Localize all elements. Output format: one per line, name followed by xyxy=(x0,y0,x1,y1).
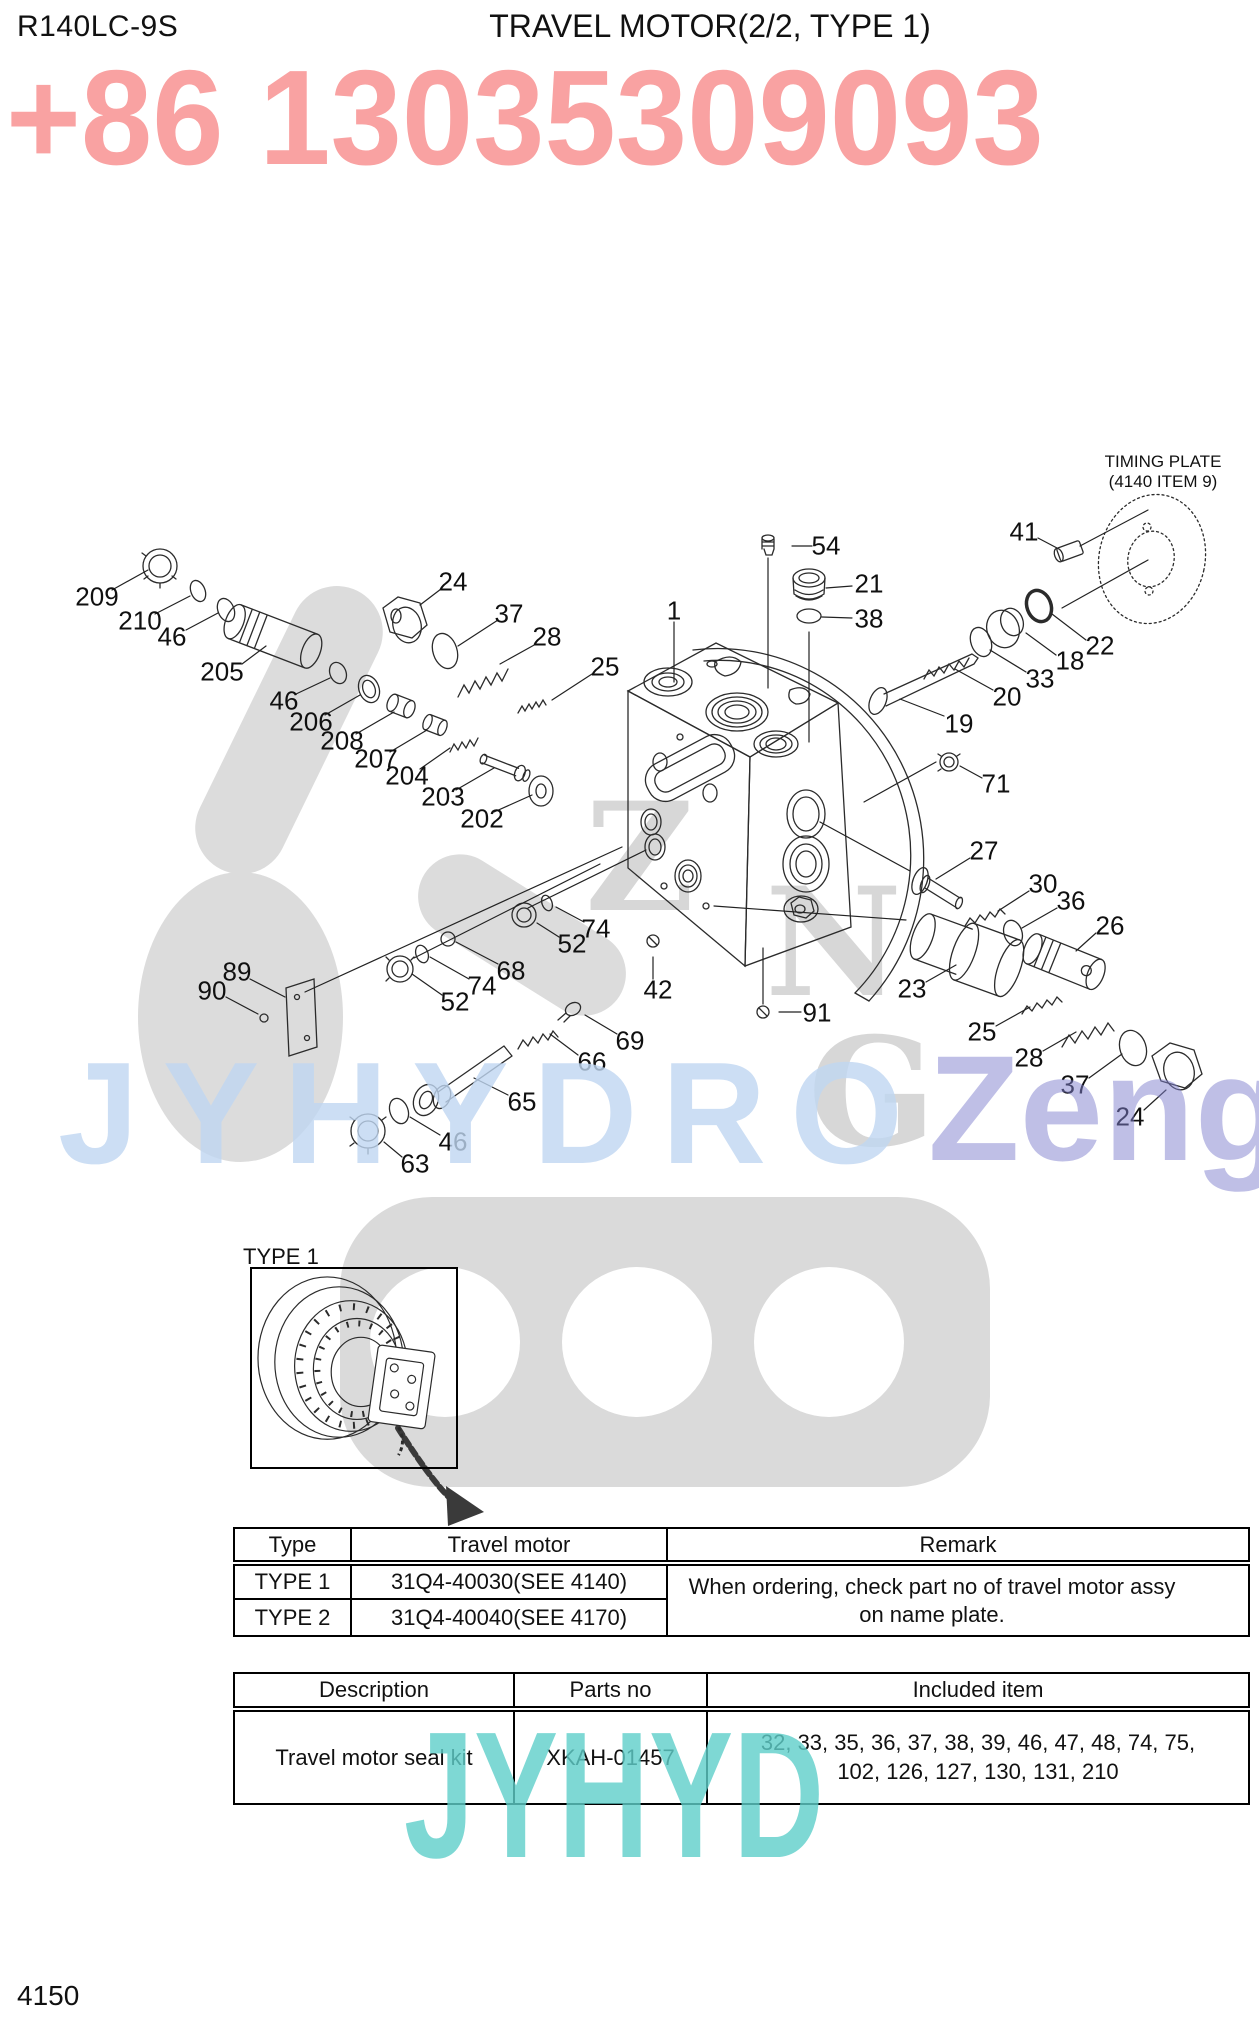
type-table-header-type: Type xyxy=(233,1527,352,1566)
type-table-cell-type1: TYPE 1 xyxy=(233,1562,352,1600)
top-parts-cluster xyxy=(382,534,826,714)
type-table-cell-motor1: 31Q4-40030(SEE 4140) xyxy=(350,1562,668,1600)
type-table: Type Travel motor Remark TYPE 1 31Q4-400… xyxy=(233,1527,1250,1637)
leader-lines xyxy=(111,509,1167,1158)
timing-plate xyxy=(1097,493,1207,625)
type-table-header-remark: Remark xyxy=(666,1527,1250,1566)
seal-table-header-included: Included item xyxy=(706,1672,1250,1712)
seal-table-cell-included: 32, 33, 35, 36, 37, 38, 39, 46, 47, 48, … xyxy=(706,1708,1250,1805)
seal-table-header-partsno: Parts no xyxy=(513,1672,708,1712)
type-table-header-motor: Travel motor xyxy=(350,1527,668,1566)
type-table-remark: When ordering, check part no of travel m… xyxy=(666,1562,1250,1637)
type-table-cell-motor2: 31Q4-40040(SEE 4170) xyxy=(350,1598,668,1637)
seal-table-header-description: Description xyxy=(233,1672,515,1712)
model-code: R140LC-9S xyxy=(17,10,179,43)
seal-kit-table: Description Parts no Included item Trave… xyxy=(233,1672,1250,1805)
timing-plate-note-line1: TIMING PLATE xyxy=(1104,452,1222,471)
motor-housing xyxy=(626,642,852,968)
seal-table-cell-partsno: XKAH-01457 xyxy=(513,1708,708,1805)
page-number: 4150 xyxy=(17,1980,80,2011)
mid-right-parts-cluster xyxy=(756,866,1203,1091)
type-box-label: TYPE 1 xyxy=(243,1244,319,1269)
type-box xyxy=(250,1267,458,1469)
flange-arc xyxy=(692,647,925,1002)
travel-motor-thumbnail xyxy=(257,1276,436,1456)
timing-plate-note-line2: (4140 ITEM 9) xyxy=(1108,472,1218,491)
page-title: TRAVEL MOTOR(2/2, TYPE 1) xyxy=(489,8,931,44)
type-table-cell-type2: TYPE 2 xyxy=(233,1598,352,1637)
right-parts-cluster xyxy=(868,540,1084,772)
seal-table-cell-description: Travel motor seal kit xyxy=(233,1708,515,1805)
left-parts-cluster xyxy=(141,548,554,807)
